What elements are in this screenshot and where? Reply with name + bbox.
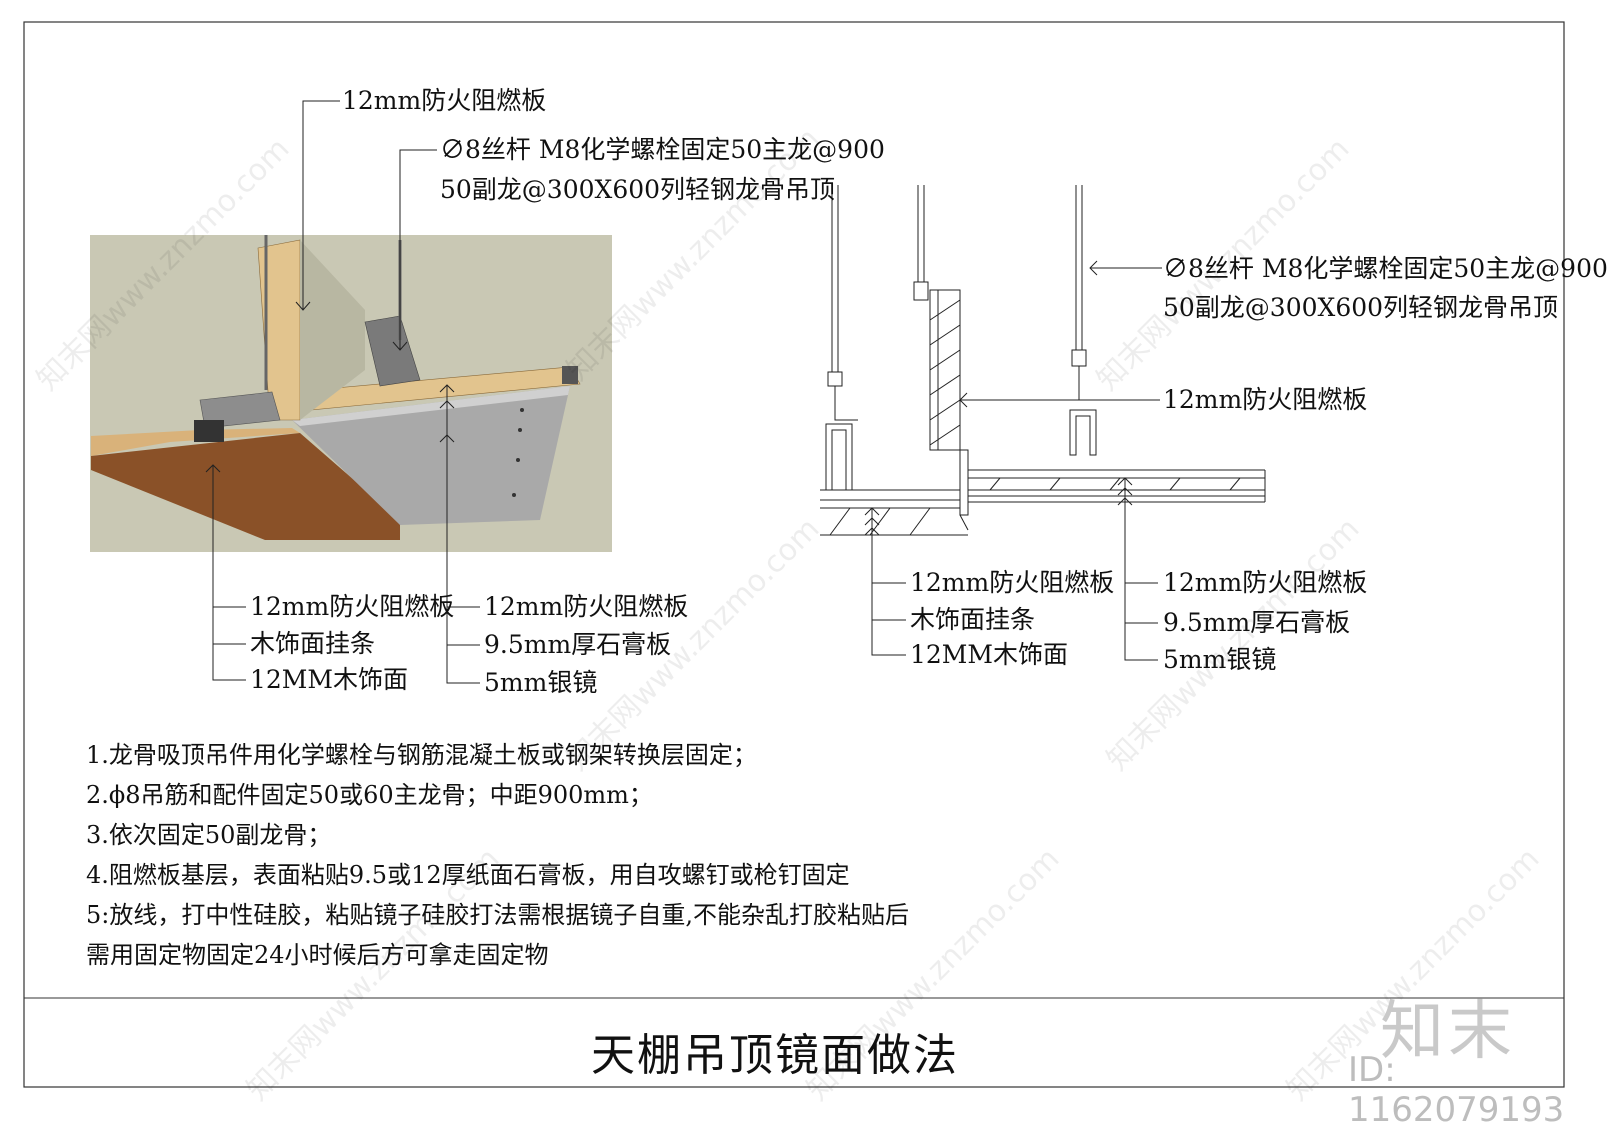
- note-4: 4.阻燃板基层，表面粘贴9.5或12厚纸面石膏板，用自攻螺钉或枪钉固定: [86, 861, 850, 889]
- wood-soffit-face: [91, 433, 400, 540]
- note-2: 2.ϕ8吊筋和配件固定50或60主龙骨；中距900mm；: [86, 781, 653, 809]
- screw: [516, 458, 520, 462]
- ceiling-section: [820, 185, 1266, 536]
- brand-logo: 知末: [1380, 995, 1516, 1069]
- note-5: 5:放线，打中性硅胶，粘贴镜子硅胶打法需根据镜子自重,不能杂乱打胶粘贴后: [86, 901, 909, 929]
- secondary-keel: [364, 315, 421, 387]
- label-r-hanger-line2: 50副龙@300X600列轻钢龙骨吊顶: [1163, 293, 1559, 322]
- label-hanger-line1: ∅8丝杆 M8化学螺栓固定50主龙@900: [440, 135, 885, 164]
- label-r-mirror-fire-board: 12mm防火阻燃板: [1163, 568, 1368, 597]
- screw: [518, 428, 522, 432]
- note-3: 3.依次固定50副龙骨；: [86, 821, 332, 849]
- screw: [520, 408, 524, 412]
- drawing-title: 天棚吊顶镜面做法: [591, 1030, 959, 1081]
- label-r-hanger-line1: ∅8丝杆 M8化学螺栓固定50主龙@900: [1163, 254, 1608, 283]
- label-gypsum-board: 9.5mm厚石膏板: [484, 630, 672, 659]
- sheet-frame: [23, 21, 1565, 1088]
- label-r-gypsum-board: 9.5mm厚石膏板: [1163, 608, 1351, 637]
- label-r-side-panel: 12mm防火阻燃板: [1163, 385, 1368, 414]
- label-silver-mirror: 5mm银镜: [484, 668, 598, 697]
- label-wood-strip: 木饰面挂条: [250, 629, 376, 658]
- label-hanger-line2: 50副龙@300X600列轻钢龙骨吊顶: [440, 175, 836, 204]
- label-r-silver-mirror: 5mm银镜: [1163, 645, 1277, 674]
- note-1: 1.龙骨吸顶吊件用化学螺栓与钢筋混凝土板或钢架转换层固定；: [86, 741, 757, 769]
- label-r-wood-fire-board: 12mm防火阻燃板: [910, 568, 1115, 597]
- note-6: 需用固定物固定24小时候后方可拿走固定物: [86, 941, 549, 969]
- edge-clip: [562, 366, 578, 384]
- mirror-edge: [292, 386, 570, 426]
- mirror-panel: [292, 386, 570, 525]
- label-mirror-fire-board: 12mm防火阻燃板: [484, 592, 689, 621]
- label-r-wood-veneer: 12MM木饰面: [910, 640, 1069, 669]
- gypsum-panel-side: [300, 240, 365, 420]
- ceiling-3d-render: [90, 235, 612, 552]
- screw: [512, 493, 516, 497]
- main-keel: [199, 391, 281, 429]
- right-leaders: [864, 260, 1162, 661]
- label-wood-veneer: 12MM木饰面: [250, 665, 409, 694]
- label-top-panel: 12mm防火阻燃板: [342, 86, 547, 115]
- left-leaders: [205, 100, 480, 684]
- hanger-clip: [194, 420, 224, 442]
- wood-soffit-top: [91, 428, 300, 456]
- label-r-wood-strip: 木饰面挂条: [910, 605, 1036, 634]
- image-id: ID: 1162079193: [1348, 1050, 1565, 1130]
- label-wood-fire-board: 12mm防火阻燃板: [250, 592, 455, 621]
